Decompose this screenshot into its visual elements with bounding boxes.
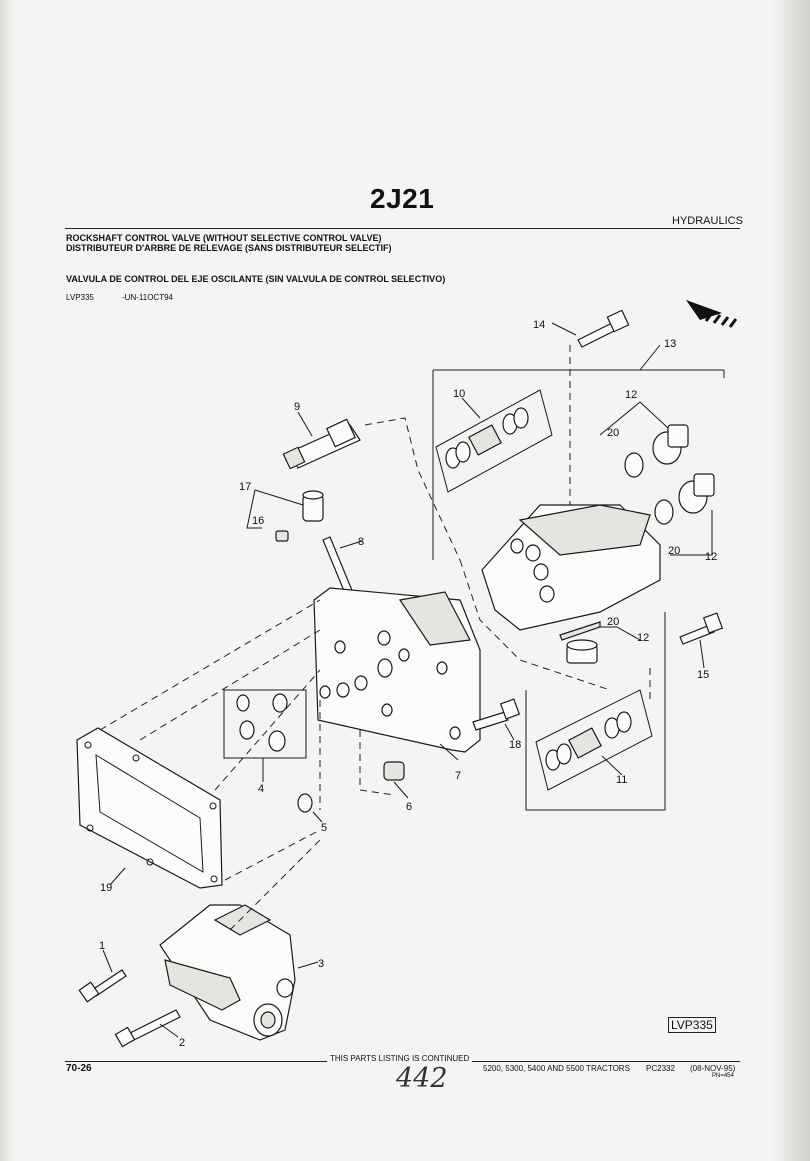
catalog-number: PC2332 xyxy=(646,1064,675,1073)
image-id: LVP335 xyxy=(66,293,94,302)
rockshaft-housing-3 xyxy=(159,904,296,1041)
handwritten-page-number: 442 xyxy=(396,1063,448,1094)
seal-kit-11 xyxy=(535,689,653,791)
scan-edge-left xyxy=(0,0,14,1161)
callout-20-top: 20 xyxy=(607,427,619,439)
callout-8: 8 xyxy=(358,536,364,548)
page-number: 70-26 xyxy=(66,1063,92,1074)
valve-housing-13 xyxy=(481,504,661,631)
section-name: HYDRAULICS xyxy=(672,215,743,227)
callout-19: 19 xyxy=(100,882,112,894)
tractor-models: 5200, 5300, 5400 AND 5500 TRACTORS xyxy=(483,1064,630,1073)
bolt-18 xyxy=(472,698,521,731)
callout-17: 17 xyxy=(239,481,251,493)
callout-12-top: 12 xyxy=(625,389,637,401)
pn-number: PN=454 xyxy=(712,1073,734,1079)
callout-16: 16 xyxy=(252,515,264,527)
callout-20-right: 20 xyxy=(668,545,680,557)
screw-16 xyxy=(275,530,289,542)
callout-12-lower: 12 xyxy=(637,632,649,644)
bolt-15 xyxy=(679,612,724,645)
callout-5: 5 xyxy=(321,822,327,834)
callout-1: 1 xyxy=(99,940,105,952)
bolt-1 xyxy=(78,969,127,1003)
valve-body-7 xyxy=(313,587,481,753)
bolt-14 xyxy=(577,309,630,348)
callout-7: 7 xyxy=(455,770,461,782)
callout-4: 4 xyxy=(258,783,264,795)
callout-10: 10 xyxy=(453,388,465,400)
image-date: -UN-11OCT94 xyxy=(122,293,173,302)
callout-9: 9 xyxy=(294,401,300,413)
figure-label: LVP335 xyxy=(668,1017,716,1033)
seal-kit-10 xyxy=(435,389,553,493)
o-ring-5 xyxy=(297,793,313,813)
header-rule xyxy=(65,228,740,229)
cartridge-9 xyxy=(282,418,361,470)
callout-12-right: 12 xyxy=(705,551,717,563)
gasket-19 xyxy=(76,727,223,889)
scan-edge-right xyxy=(772,0,810,1161)
callout-15: 15 xyxy=(697,669,709,681)
title-french: DISTRIBUTEUR D'ARBRE DE RELEVAGE (SANS D… xyxy=(66,243,392,253)
plug-12-lower xyxy=(566,639,598,664)
callout-18: 18 xyxy=(509,739,521,751)
front-direction-arrow-icon xyxy=(686,300,738,328)
plug-12-right xyxy=(678,473,715,514)
callout-20-lower: 20 xyxy=(607,616,619,628)
callout-14: 14 xyxy=(533,319,545,331)
callout-13: 13 xyxy=(664,338,676,350)
catalog-date: (08-NOV-95) xyxy=(690,1064,736,1073)
group-code: 2J21 xyxy=(370,183,435,214)
callout-11: 11 xyxy=(616,774,627,786)
callout-6: 6 xyxy=(406,801,412,813)
fitting-17 xyxy=(302,490,324,522)
callout-2: 2 xyxy=(179,1037,185,1049)
plug-6 xyxy=(383,761,405,781)
plug-12-top xyxy=(652,424,689,465)
title-english: ROCKSHAFT CONTROL VALVE (WITHOUT SELECTI… xyxy=(66,233,382,243)
continued-note: THIS PARTS LISTING IS CONTINUED xyxy=(327,1054,473,1063)
bolt-2 xyxy=(114,1009,181,1048)
callout-3: 3 xyxy=(318,958,324,970)
title-spanish: VALVULA DE CONTROL DEL EJE OSCILANTE (SI… xyxy=(66,274,446,284)
